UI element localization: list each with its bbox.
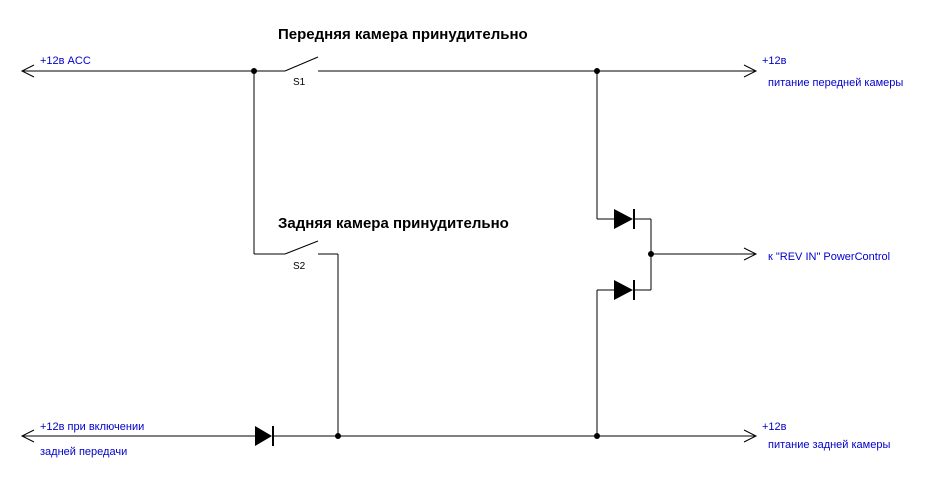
label-rear-power-voltage: +12в: [762, 421, 787, 433]
diode-front: [614, 209, 651, 229]
reverse-input-wire: [20, 429, 758, 443]
switch-s2: [254, 240, 339, 436]
junction-s2-reverse: [335, 433, 341, 439]
switch-s2-label: S2: [293, 261, 306, 272]
switch-s1-label: S1: [293, 77, 306, 88]
rev-in-output-wire: [651, 247, 758, 261]
label-reverse-desc: задней передачи: [40, 446, 127, 458]
rear-branch-wire: [596, 289, 614, 436]
front-power-output-wire: [597, 64, 758, 78]
diode-rear: [614, 280, 651, 300]
heading-front-camera: Передняя камера принудительно: [278, 26, 528, 43]
label-reverse-voltage: +12в при включении: [40, 421, 144, 433]
heading-rear-camera: Задняя камера принудительно: [278, 215, 509, 232]
acc-input-wire: [20, 64, 285, 78]
label-acc: +12в ACC: [40, 55, 91, 67]
front-branch-wire: [596, 71, 614, 220]
label-rev-in: к "REV IN" PowerControl: [768, 251, 890, 263]
label-front-power-voltage: +12в: [762, 55, 787, 67]
label-front-power-desc: питание передней камеры: [768, 77, 903, 89]
diode-reverse-input: [255, 426, 274, 446]
switch-s1: [284, 56, 597, 72]
label-rear-power-desc: питание задней камеры: [768, 439, 890, 451]
